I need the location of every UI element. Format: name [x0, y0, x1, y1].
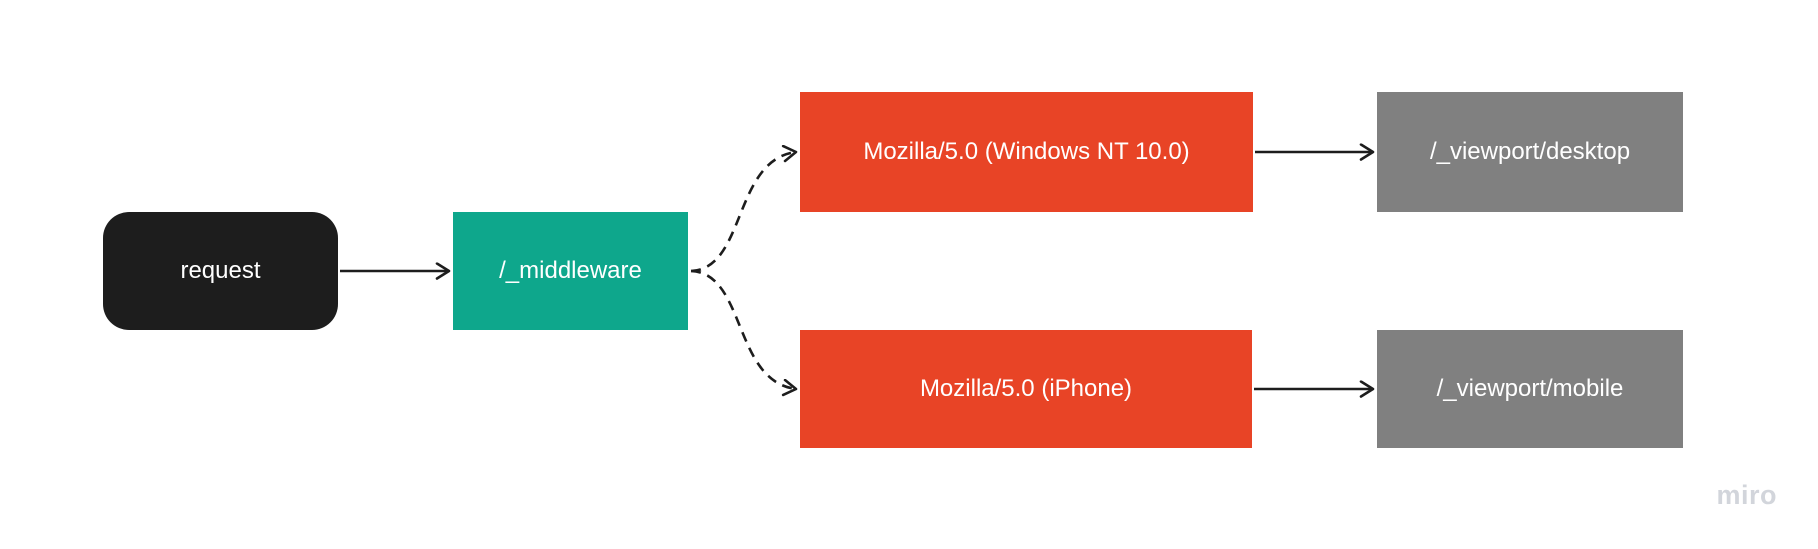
- node-label: /_viewport/desktop: [1429, 137, 1631, 165]
- edge-middleware-to-ua_mobile: [690, 269, 796, 389]
- node-label: Mozilla/5.0 (iPhone): [919, 374, 1133, 402]
- node-middleware[interactable]: /_middleware: [453, 212, 688, 330]
- node-useragent-mobile[interactable]: Mozilla/5.0 (iPhone): [800, 330, 1252, 448]
- node-label: /_viewport/mobile: [1436, 374, 1624, 402]
- node-label: Mozilla/5.0 (Windows NT 10.0): [863, 137, 1190, 165]
- node-viewport-desktop[interactable]: /_viewport/desktop: [1377, 92, 1683, 212]
- node-useragent-desktop[interactable]: Mozilla/5.0 (Windows NT 10.0): [800, 92, 1253, 212]
- miro-watermark: miro: [1716, 480, 1777, 510]
- edge-middleware-to-ua_desktop: [690, 152, 796, 273]
- node-label: request: [180, 256, 261, 284]
- node-request[interactable]: request: [103, 212, 338, 330]
- node-viewport-mobile[interactable]: /_viewport/mobile: [1377, 330, 1683, 448]
- node-label: /_middleware: [499, 256, 642, 284]
